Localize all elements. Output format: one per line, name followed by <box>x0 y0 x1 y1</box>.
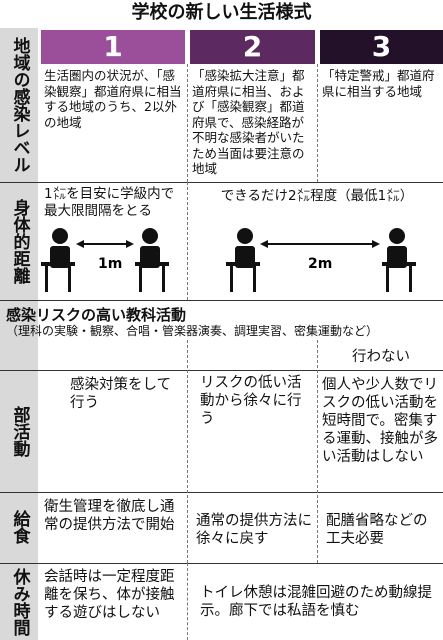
distance-illustration: 1m 2m <box>41 228 416 292</box>
risk-subtitle: （理科の実験・観察、合唱・管楽器演奏、調理実習、密集運動など） <box>6 324 379 338</box>
student-figure-left <box>41 228 75 292</box>
level-2-header: 2 <box>190 30 315 64</box>
side-label-lunch: 給食 <box>9 510 30 544</box>
page-title: 学校の新しい生活様式 <box>131 2 312 23</box>
column-divider <box>187 340 188 563</box>
risk-title: 感染リスクの高い教科活動 <box>6 306 187 324</box>
side-label-club: 部活動 <box>9 405 30 457</box>
column-divider <box>317 340 318 563</box>
distance-level-2-3: できるだけ2㍍程度（最低1㍍） <box>220 188 414 204</box>
lunch-level-2: 通常の提供方法に徐々に戻す <box>196 513 312 547</box>
level-2-description: 「感染拡大注意」都道府県に相当、および「感染観察」都道府県で、感染経路が不明な感… <box>192 68 305 176</box>
level-1-header: 1 <box>41 30 185 64</box>
club-level-1: 感染対策をして行う <box>70 377 172 411</box>
side-label-break: 休み時間 <box>9 568 30 636</box>
side-column <box>0 28 38 640</box>
break-level-1: 会話時は一定程度距離を保ち、体が接触する遊びはしない <box>44 569 175 621</box>
lunch-level-3: 配膳省略などの工夫必要 <box>326 513 428 547</box>
lunch-level-1: 衛生管理を徹底し通常の提供方法で開始 <box>44 499 175 533</box>
student-figure-left-2 <box>226 228 260 292</box>
side-label-distance: 身体的距離 <box>9 198 30 284</box>
level-3-description: 「特定警戒」都道府県に相当する地域 <box>322 68 435 99</box>
row-divider <box>0 492 443 493</box>
column-divider <box>187 563 188 640</box>
arrow-2m <box>260 240 380 248</box>
row-divider <box>0 370 443 371</box>
level-3-header: 3 <box>320 30 443 64</box>
row-divider <box>0 563 443 564</box>
break-level-2-3: トイレ休憩は混雑回避のため動線提示。廊下では私語を慎む <box>200 585 432 619</box>
column-divider <box>317 64 318 182</box>
row-divider <box>0 300 443 301</box>
student-figure-mid <box>135 228 169 292</box>
club-level-3: 個人や少人数でリスクの低い活動を短時間で。密集する運動、接触が多い活動はしない <box>322 377 438 465</box>
level-1-description: 生活圏内の状況が、「感染観察」都道府県に相当する地域のうち、2以外の地域 <box>44 68 182 130</box>
label-2m: 2m <box>308 256 332 272</box>
row-divider <box>0 182 443 183</box>
side-label-region: 地域の感染レベル <box>9 37 30 173</box>
column-divider <box>187 182 188 300</box>
club-level-2: リスクの低い活動から徐々に行う <box>200 375 302 427</box>
risk-level-3: 行わない <box>352 349 410 365</box>
label-1m: 1m <box>98 256 122 272</box>
arrow-1m <box>76 240 134 248</box>
distance-level-1: 1㍍を目安に学級内で最大限間隔をとる <box>44 186 175 219</box>
column-divider <box>187 64 188 182</box>
student-figure-right-2 <box>382 228 416 292</box>
